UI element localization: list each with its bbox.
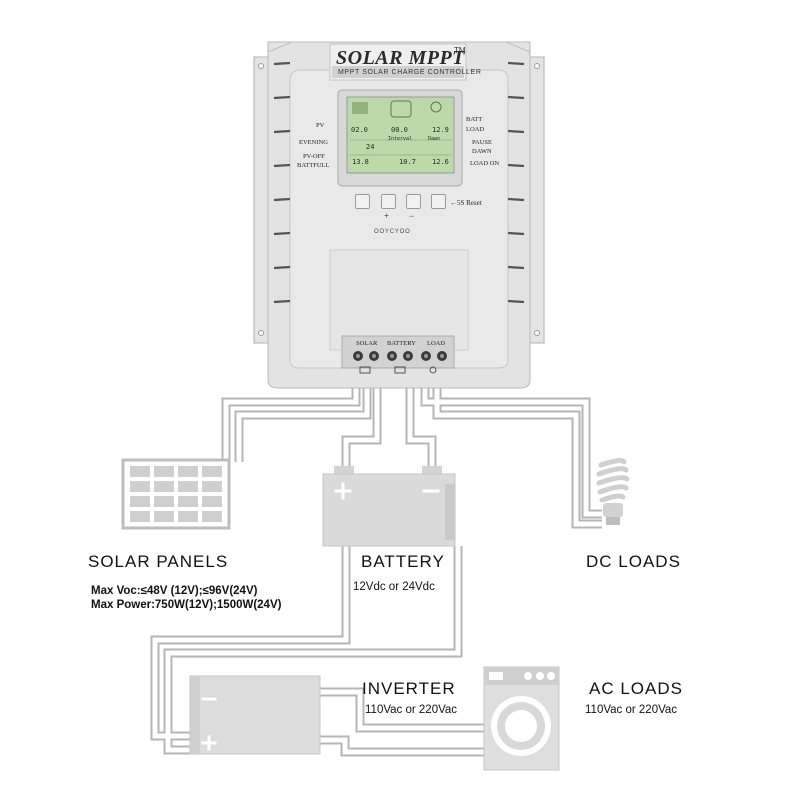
lcd-dawn: Dawn bbox=[428, 136, 441, 142]
right-label-load-on: LOAD ON bbox=[470, 160, 500, 167]
terminal-label-battery: BATTERY bbox=[387, 340, 416, 347]
left-label-battfull: BATTFULL bbox=[297, 162, 330, 169]
brand-name: OOYCYOO bbox=[374, 229, 411, 235]
solar-panels-label: SOLAR PANELS bbox=[88, 552, 229, 571]
dc-loads-label: DC LOADS bbox=[586, 552, 681, 571]
inverter-icon bbox=[189, 675, 321, 755]
battery-label: BATTERY bbox=[361, 552, 445, 571]
left-label-evening: EVENING bbox=[299, 139, 328, 146]
cfl-bulb-icon bbox=[596, 458, 630, 525]
inverter-label: INVERTER bbox=[362, 679, 456, 698]
minus-symbol: − bbox=[409, 211, 415, 221]
lcd-value-3: 12.6 bbox=[432, 158, 449, 166]
trademark: TM bbox=[454, 46, 466, 55]
inverter-spec: 110Vac or 220Vac bbox=[365, 704, 458, 716]
solar-voc-spec: Max Voc:≤48V (12V);≤96V(24V) bbox=[91, 585, 258, 597]
lcd-current: 00.0 bbox=[391, 126, 408, 134]
battery-icon bbox=[322, 466, 456, 547]
plus-button[interactable] bbox=[381, 194, 396, 209]
terminals bbox=[353, 351, 447, 361]
right-label-dawn: DAWN bbox=[472, 148, 492, 155]
lcd-value-2: 10.7 bbox=[399, 158, 416, 166]
left-label-pv: PV bbox=[316, 122, 325, 129]
solar-panel-icon bbox=[121, 458, 231, 530]
terminal-label-solar: SOLAR bbox=[356, 340, 378, 347]
left-label-pv-off: PV-OFF bbox=[303, 153, 325, 160]
bulb-lcd-icon bbox=[430, 101, 442, 113]
right-label-load: LOAD bbox=[466, 126, 485, 133]
battery-lcd-icon bbox=[390, 100, 412, 118]
menu-button[interactable] bbox=[355, 194, 370, 209]
lcd-pv-voltage: 02.0 bbox=[351, 126, 368, 134]
vent-slots bbox=[273, 61, 525, 304]
solar-power-spec: Max Power:750W(12V);1500W(24V) bbox=[91, 599, 282, 611]
solar-panel-lcd-icon bbox=[352, 102, 368, 114]
terminal-label-load: LOAD bbox=[427, 340, 446, 347]
lcd-interval: Interval bbox=[388, 136, 413, 142]
battery-spec: 12Vdc or 24Vdc bbox=[353, 581, 435, 593]
minus-button[interactable] bbox=[406, 194, 421, 209]
lcd-value-1: 13.8 bbox=[352, 158, 369, 166]
controller-title: SOLAR MPPT bbox=[336, 47, 465, 69]
lcd-timer: 24 bbox=[366, 143, 375, 151]
controller-subtitle: MPPT SOLAR CHARGE CONTROLLER bbox=[338, 69, 482, 76]
right-label-pause: PAUSE bbox=[472, 139, 492, 146]
plus-symbol: + bbox=[384, 211, 390, 221]
reset-hint: ←5S Reset bbox=[450, 199, 482, 207]
lcd-batt-voltage: 12.9 bbox=[432, 126, 449, 134]
right-label-batt: BATT bbox=[466, 116, 483, 123]
light-button[interactable] bbox=[431, 194, 446, 209]
ac-loads-label: AC LOADS bbox=[589, 679, 683, 698]
washing-machine-icon bbox=[483, 666, 560, 771]
charge-controller bbox=[253, 41, 545, 389]
wires bbox=[150, 388, 602, 757]
ac-loads-spec: 110Vac or 220Vac bbox=[585, 704, 678, 716]
